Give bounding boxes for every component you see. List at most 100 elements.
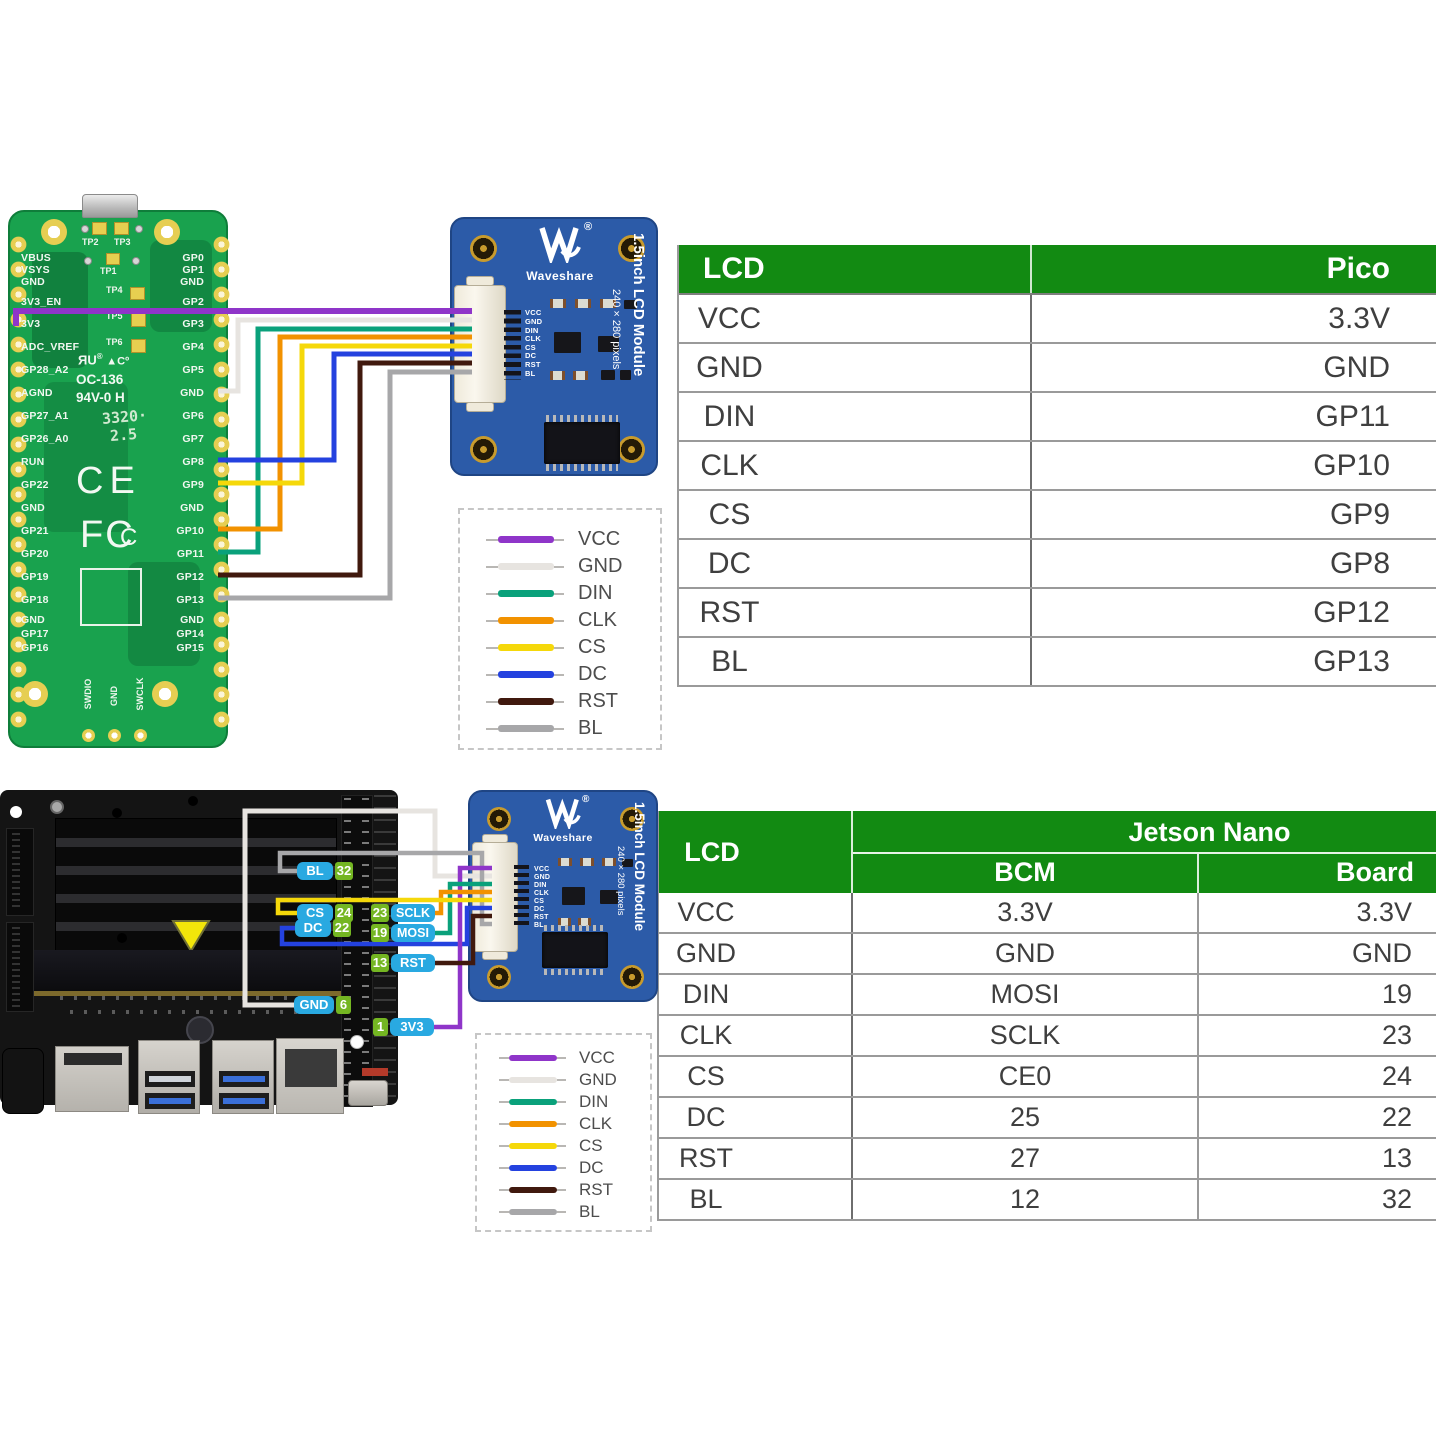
smd-resistor: [580, 858, 594, 866]
waveshare-logo: [539, 226, 581, 263]
legend-label: DC: [578, 663, 607, 685]
screw-hole: [10, 806, 22, 818]
legend-label: RST: [579, 1180, 613, 1199]
jetson-decorations: [171, 920, 211, 953]
warning-triangle: [171, 920, 211, 953]
mounting-hole: [618, 235, 645, 262]
connector-contacts: [514, 865, 529, 927]
lcd-pin-label: BL: [525, 369, 536, 378]
capacitor: [186, 1016, 214, 1044]
mounting-hole: [620, 965, 644, 989]
lcd-pin-label: CLK: [534, 890, 549, 897]
cell-bcm: 12: [853, 1180, 1199, 1219]
legend-label: CLK: [579, 1114, 613, 1133]
driver-chip: [542, 932, 608, 968]
legend-label: RST: [578, 690, 618, 712]
legend-label: CS: [579, 1136, 603, 1155]
fcc-mark: FC: [80, 514, 135, 556]
smd-resistor: [558, 918, 571, 926]
test-pad: [106, 253, 120, 265]
connector-latch: [482, 834, 508, 843]
wire-din: [218, 326, 472, 555]
wire-legend-bottom: VCC GND DIN CLK CS DC RST BL: [475, 1033, 652, 1232]
legend-row: DC: [486, 661, 660, 688]
recovery-jumper: [362, 1068, 388, 1076]
legend-row: BL: [486, 715, 660, 742]
chip-pins: [546, 415, 618, 422]
pico-pin-label-right: GP9: [182, 479, 204, 491]
cell-lcd: GND: [659, 934, 853, 973]
pico-pin-label-right: GP11: [176, 548, 204, 560]
wire-clk: [218, 334, 472, 532]
lcd-pin-label: DIN: [525, 326, 539, 335]
pico-pin-label-left: GP18: [21, 594, 49, 606]
lcd-pin-label: CS: [534, 898, 545, 905]
pcb-texture: [44, 382, 128, 532]
wire-swatch: [509, 1099, 557, 1105]
usb-slot: [219, 1093, 269, 1109]
jetson-nano-board: [0, 790, 398, 1122]
silkscreen-square: [80, 568, 142, 626]
test-pad: [130, 287, 145, 300]
brand-label: Waveshare: [533, 832, 593, 844]
legend-label: CLK: [578, 609, 617, 631]
cell-lcd: DIN: [679, 393, 1032, 440]
legend-label: GND: [579, 1070, 617, 1089]
wire-swatch: [498, 617, 554, 624]
cell-lcd: CLK: [659, 1016, 853, 1055]
pico-pin-label-right: GP13: [176, 594, 204, 606]
pico-pin-label-left: 3V3: [21, 318, 41, 330]
smd-ic: [554, 332, 581, 353]
cell-bcm: 27: [853, 1139, 1199, 1178]
cell-board: 19: [1381, 979, 1412, 1009]
legend-label: DIN: [578, 582, 613, 604]
wire-rst: [218, 360, 472, 578]
screw-hole: [112, 808, 122, 818]
pico-pin-label-right: GP2: [182, 296, 204, 308]
cell-lcd: DC: [659, 1098, 853, 1137]
cell-pico: GP9: [1329, 498, 1390, 531]
pico-pin-label-right: GP1: [182, 264, 204, 276]
pico-pin-label-left: GP17: [21, 628, 49, 640]
screw-hole: [350, 1035, 364, 1049]
registered-mark: ®: [584, 221, 593, 233]
brand-label: Waveshare: [526, 269, 594, 283]
wire-swatch: [498, 671, 554, 678]
silkscreen-cert: 94V-0 H: [76, 390, 125, 405]
legend-row: DIN: [486, 580, 660, 607]
test-pad: [131, 339, 146, 353]
test-point-dot: [132, 257, 140, 265]
wire-swatch: [498, 698, 554, 705]
jetson-pin-number-32: 32: [335, 862, 353, 880]
jetson-pin-badge-bl: BL: [297, 862, 333, 880]
usb-slot: [219, 1071, 269, 1087]
wire-swatch: [498, 644, 554, 651]
jetson-pin-number-19: 19: [371, 924, 389, 942]
header-jetson-nano: Jetson Nano: [853, 811, 1436, 854]
table-header: LCD Pico: [679, 245, 1436, 295]
lcd-pin-label: BL: [534, 922, 544, 929]
lcd-subtitle-vertical: 240 × 280 pixels: [610, 289, 622, 370]
jetson-pin-number-13: 13: [371, 954, 389, 972]
smd-transistor: [600, 890, 618, 904]
pico-right-pads: [213, 232, 230, 732]
header-board: Board: [1335, 857, 1414, 887]
lcd-connector: [472, 842, 518, 952]
ethernet-slot: [285, 1049, 337, 1087]
pico-pin-label-right: GP8: [182, 456, 204, 468]
pico-pin-label-left: RUN: [21, 456, 45, 468]
pico-pin-label-right: GP6: [182, 410, 204, 422]
legend-row: CLK: [499, 1113, 650, 1135]
wire-swatch: [509, 1055, 557, 1061]
pico-pin-label-right: GP5: [182, 364, 204, 376]
debug-pad: [134, 729, 147, 742]
lcd-title-vertical: 1.5inch LCD Module: [630, 233, 647, 377]
debug-pad-label: GND: [109, 686, 119, 706]
testpoint-label: TP5: [106, 311, 123, 321]
cell-lcd: BL: [659, 1180, 853, 1219]
wire-swatch: [498, 725, 554, 732]
micro-usb-connector: [82, 194, 138, 218]
pico-pin-label-left: GP28_A2: [21, 364, 69, 376]
chip-pins: [546, 464, 618, 471]
